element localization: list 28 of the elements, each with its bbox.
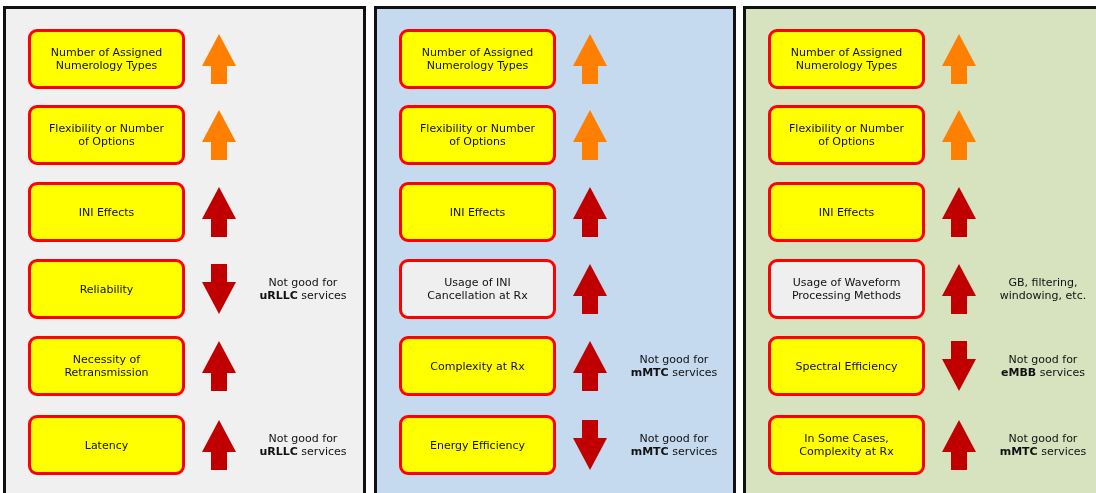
note-text: Not good for eMBB services [1000,353,1086,379]
metric-box: Number of Assigned Numerology Types [399,29,556,89]
metric-box: Flexibility or Number of Options [399,105,556,165]
note-text: Not good for mMTC services [998,432,1088,458]
metric-box: INI Effects [399,182,556,242]
note-text: Not good for mMTC services [629,432,719,458]
metric-box: Necessity of Retransmission [28,336,185,396]
metric-box: Complexity at Rx [399,336,556,396]
metric-box: Flexibility or Number of Options [28,105,185,165]
metric-box: Number of Assigned Numerology Types [768,29,925,89]
metric-box: Number of Assigned Numerology Types [28,29,185,89]
metric-box: INI Effects [768,182,925,242]
metric-box: Usage of INI Cancellation at Rx [399,259,556,319]
panel-background [3,6,366,493]
metric-box: Energy Efficiency [399,415,556,475]
panel-background [743,6,1096,493]
panel-background [374,6,736,493]
metric-box: Usage of Waveform Processing Methods [768,259,925,319]
note-text: Not good for uRLLC services [258,432,348,458]
metric-box: Latency [28,415,185,475]
metric-box: INI Effects [28,182,185,242]
metric-box: Reliability [28,259,185,319]
note-text: Not good for uRLLC services [258,276,348,302]
metric-box: In Some Cases, Complexity at Rx [768,415,925,475]
metric-box: Spectral Efficiency [768,336,925,396]
note-text: Not good for mMTC services [629,353,719,379]
note-text: GB, filtering, windowing, etc. [998,276,1088,302]
metric-box: Flexibility or Number of Options [768,105,925,165]
